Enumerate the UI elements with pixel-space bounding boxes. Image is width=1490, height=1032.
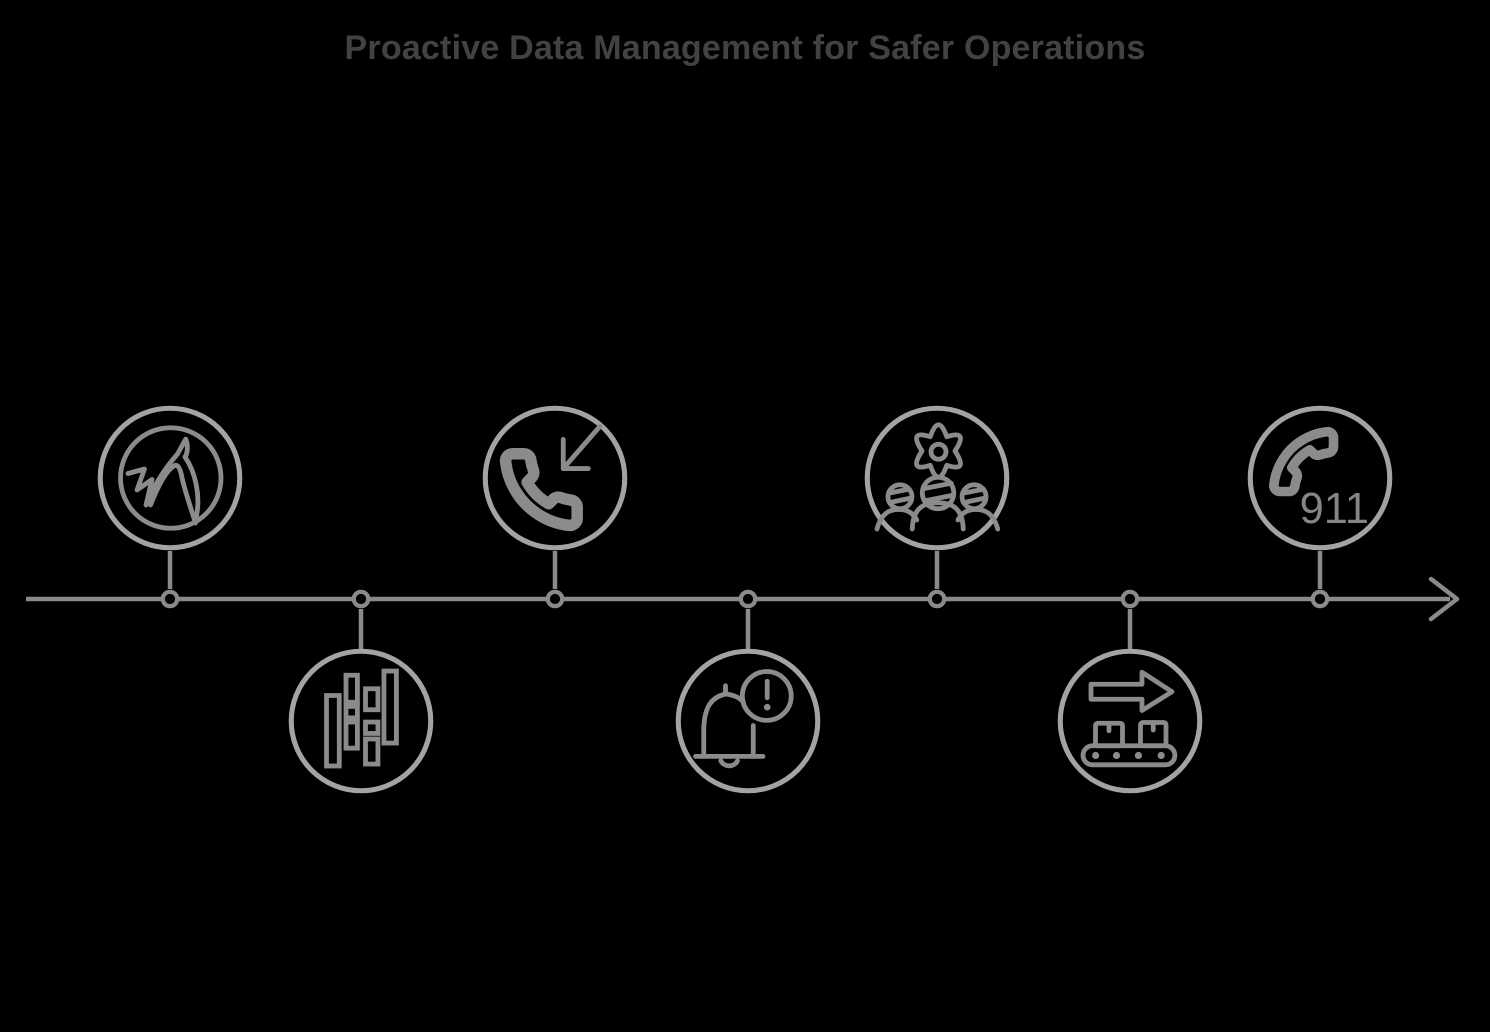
milestone-circle xyxy=(675,648,821,794)
timeline-node xyxy=(738,589,758,609)
milestone-circle xyxy=(1247,405,1393,551)
alert-bell-icon xyxy=(693,669,794,769)
timeline-arrowhead-icon xyxy=(1428,576,1460,622)
timeline-node xyxy=(545,589,565,609)
arrow-head xyxy=(560,437,591,471)
right-arrow-icon xyxy=(1088,669,1175,713)
page-title: Proactive Data Management for Safer Oper… xyxy=(344,29,1146,67)
conveyor-belt-arrow-icon xyxy=(1080,669,1178,768)
gear-icon xyxy=(914,422,963,480)
milestone-bubble: 911 xyxy=(1247,405,1393,551)
milestone-circle xyxy=(1057,648,1203,794)
milestone-circle xyxy=(482,405,628,551)
milestone-circle xyxy=(864,405,1010,551)
timeline-node xyxy=(1310,589,1330,609)
milestone-bubble xyxy=(482,405,628,551)
team-settings-gear-icon xyxy=(874,422,1001,532)
data-bars-icon xyxy=(324,668,399,769)
timeline-node xyxy=(1120,589,1140,609)
emergency-911-call-icon: 911 xyxy=(1269,426,1369,533)
milestone-bubble xyxy=(1057,648,1203,794)
milestone-circle xyxy=(97,405,243,551)
timeline-node xyxy=(927,589,947,609)
timeline-node xyxy=(160,589,180,609)
milestone-bubble xyxy=(97,405,243,551)
arrow-shaft xyxy=(560,423,603,471)
incoming-call-icon xyxy=(499,423,603,532)
milestone-bubble xyxy=(288,648,434,794)
horse-logo-icon xyxy=(118,425,224,531)
belt xyxy=(1080,743,1178,768)
timeline-node xyxy=(351,589,371,609)
milestone-bubble xyxy=(675,648,821,794)
milestone-circle xyxy=(288,648,434,794)
milestone-bubble xyxy=(864,405,1010,551)
emergency-number-label: 911 xyxy=(1300,485,1369,533)
